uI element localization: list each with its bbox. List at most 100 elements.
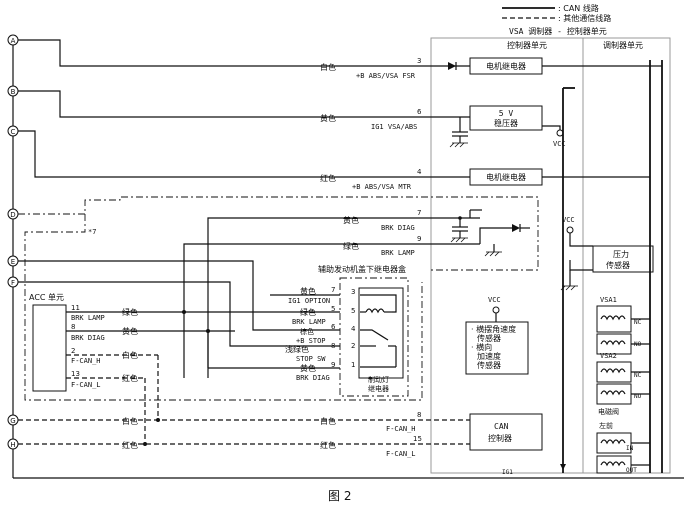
- connector-g-label: G: [10, 417, 15, 425]
- aux-w1-signal: IG1 OPTION: [288, 297, 330, 305]
- wire-brk-lamp-color: 绿色: [343, 241, 359, 251]
- can-h-pin: 8: [417, 411, 421, 419]
- pressure-vcc: VCC: [562, 216, 575, 224]
- aux-w4-signal: STOP SW: [296, 355, 326, 363]
- pressure-sensor-block: VCC 压力 传感器: [560, 216, 654, 291]
- connector-d-label: D: [10, 211, 15, 219]
- aux-in3: 3: [351, 288, 355, 296]
- acc-pin8-num: 8: [71, 323, 75, 331]
- acc-pin11-color: 绿色: [122, 307, 138, 317]
- solenoid-in: IN: [626, 445, 634, 452]
- vsa2-nc: NC: [634, 372, 642, 379]
- vsa1-title: VSA1: [600, 296, 617, 304]
- wire-mtr-pin: 4: [417, 168, 422, 176]
- connector-b: B: [7, 85, 19, 97]
- wire-mtr-color: 红色: [320, 173, 336, 183]
- wire-ig1-color: 黄色: [320, 113, 336, 123]
- note-mark: *7: [88, 228, 96, 236]
- wire-mtr-signal: +B ABS/VSA MTR: [352, 183, 412, 191]
- acc-pin11-signal: BRK LAMP: [71, 314, 105, 322]
- can-l-color-left: 红色: [122, 440, 138, 450]
- aux-w3-color: 棕色: [300, 327, 314, 336]
- regulator-vcc: VCC: [553, 140, 566, 148]
- solenoid-valve: 电磁阀 左前 IN OUT: [596, 407, 650, 474]
- connector-f: F: [7, 276, 19, 288]
- motor-relay-top: 电机继电器: [469, 57, 543, 75]
- wire-fsr: 白色 +B ABS/VSA FSR 3: [18, 39, 470, 80]
- legend: : CAN 线路 : 其他通信线路: [502, 3, 611, 23]
- motor-relay-bottom-label: 电机继电器: [486, 172, 526, 182]
- acc-pin13-num: 13: [71, 370, 80, 378]
- can-h-color-left: 白色: [122, 416, 138, 426]
- module-frame: [430, 37, 671, 474]
- aux-w1-color: 黄色: [300, 286, 316, 296]
- wire-ig1-signal: IG1 VSA/ABS: [371, 123, 417, 131]
- connector-a: A: [7, 34, 19, 46]
- connector-d: D: [7, 208, 19, 220]
- aux-relay-line2: 继电器: [368, 384, 389, 393]
- sensor-line1: · 横摆角速度: [471, 324, 516, 334]
- connector-b-label: B: [11, 88, 16, 96]
- wire-brk-lamp-signal: BRK LAMP: [381, 249, 415, 257]
- acc-pin2-color: 白色: [122, 350, 138, 360]
- connector-a-label: A: [11, 37, 16, 45]
- aux-w3-pin: 6: [331, 323, 336, 331]
- solenoid-sub: 左前: [599, 421, 613, 430]
- ig-cut-label: IG1: [502, 469, 513, 476]
- wire-fsr-color: 白色: [320, 62, 336, 72]
- aux-in4: 4: [351, 325, 356, 333]
- regulator-line1: 5 V: [499, 109, 514, 118]
- motor-relay-top-label: 电机继电器: [486, 61, 526, 71]
- wire-brk-diag-signal: BRK DIAG: [381, 224, 415, 232]
- can-h-line: 白色 白色 F-CAN_H 8: [18, 355, 470, 433]
- sensor-line5: 传感器: [477, 360, 501, 370]
- acc-pin13-signal: F-CAN_L: [71, 381, 101, 389]
- vsa2-title: VSA2: [600, 352, 617, 360]
- wire-e: [18, 260, 315, 331]
- acc-pin8-color: 黄色: [122, 326, 138, 336]
- regulator-line2: 稳压器: [494, 118, 518, 128]
- solenoid-title: 电磁阀: [598, 407, 619, 416]
- can-h-signal: F-CAN_H: [386, 425, 416, 433]
- can-controller-line2: 控制器: [488, 433, 512, 443]
- vsa1-nc: NC: [634, 319, 642, 326]
- wire-brk-diag: 黄色 BRK DIAG 7: [207, 209, 482, 378]
- connector-h-label: H: [10, 441, 15, 449]
- wire-brk-lamp-pin: 9: [417, 235, 421, 243]
- connector-f-label: F: [11, 279, 15, 287]
- connector-c-label: C: [11, 128, 16, 136]
- wire-ig1: 黄色 IG1 VSA/ABS 6: [18, 90, 470, 148]
- aux-relay-box: 辅助发动机盖下继电器盒 黄色 IG1 OPTION 7 绿色 BRK LAMP …: [184, 264, 409, 397]
- can-l-signal: F-CAN_L: [386, 450, 416, 458]
- modulator-bus: [542, 60, 663, 473]
- vsa-module: VSA 调制器 - 控制器单元 控制器单元 调制器单元: [430, 26, 671, 474]
- connector-h: H: [7, 438, 19, 450]
- aux-in5: 5: [351, 307, 355, 315]
- acc-pin2-signal: F-CAN_H: [71, 357, 101, 365]
- aux-box-title: 辅助发动机盖下继电器盒: [318, 264, 406, 274]
- acc-unit-box: [32, 304, 67, 392]
- aux-in1: 1: [351, 361, 355, 369]
- acc-pin2-num: 2: [71, 347, 75, 355]
- connector-e-label: E: [11, 258, 15, 266]
- yaw-sensor-block: VCC · 横摆角速度 传感器 · 横向 加速度 传感器: [465, 296, 529, 375]
- aux-w5-pin: 9: [331, 361, 335, 369]
- sensor-vcc: VCC: [488, 296, 501, 304]
- controller-section-title: 控制器单元: [507, 40, 547, 50]
- pressure-sensor-line2: 传感器: [606, 260, 630, 270]
- sensor-line4: 加速度: [477, 351, 501, 361]
- aux-w2-pin: 5: [331, 305, 335, 313]
- sensor-line3: · 横向: [471, 342, 492, 352]
- aux-w3-signal: +B STOP: [296, 337, 326, 345]
- can-controller: CAN 控制器 IG1: [469, 413, 543, 476]
- pressure-sensor-line1: 压力: [613, 249, 629, 259]
- wire-fsr-signal: +B ABS/VSA FSR: [356, 72, 416, 80]
- can-l-line: 红色 红色 F-CAN_L 15: [18, 378, 470, 458]
- wire-brk-diag-pin: 7: [417, 209, 421, 217]
- figure-caption: 图 2: [328, 489, 351, 503]
- can-h-color-right: 白色: [320, 416, 336, 426]
- aux-w5-signal: BRK DIAG: [296, 374, 330, 382]
- wire-ig1-pin: 6: [417, 108, 422, 116]
- aux-in2: 2: [351, 342, 355, 350]
